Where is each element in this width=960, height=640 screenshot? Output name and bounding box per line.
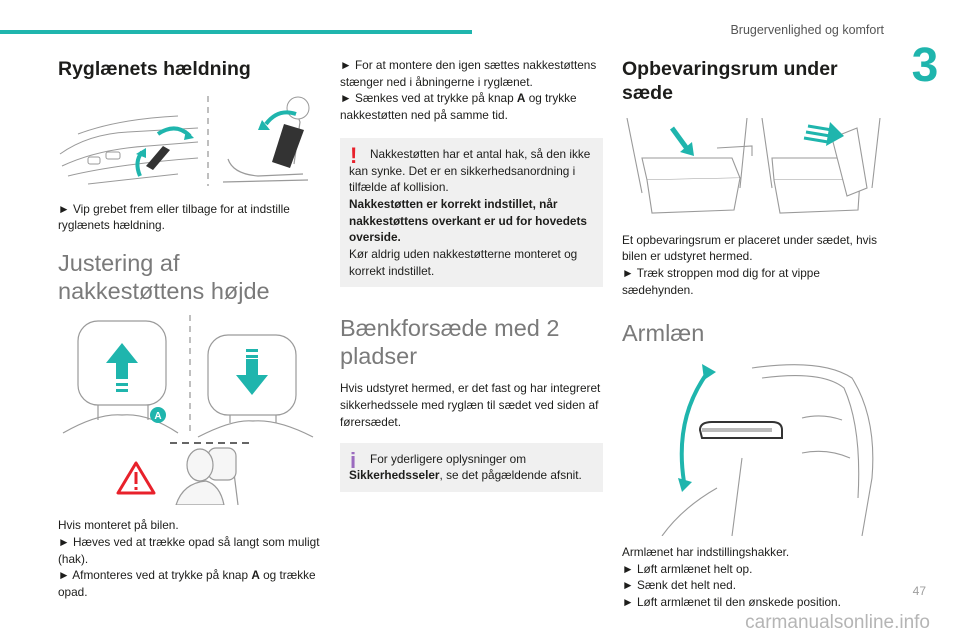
headrest-remove-step-b: og trække opad.: [58, 568, 316, 599]
storage-intro: Et opbevaringsrum er placeret under sæde…: [622, 232, 878, 264]
info-text: For yderligere oplysninger om Sikkerheds…: [349, 451, 596, 484]
headrest-refit-step: ► For at montere den igen sættes nakkest…: [340, 58, 597, 89]
button-a-label: A: [251, 568, 260, 583]
headrest-note-fitted: Hvis monteret på bilen.: [58, 518, 179, 533]
armrest-lower-step: ► Sænk det helt ned.: [622, 578, 736, 593]
warning-exclamation-icon: !: [350, 142, 358, 168]
column-right: Opbevaringsrum under sæde Et opbevarings…: [622, 58, 887, 611]
info-text-link: Sikkerhedsseler: [349, 468, 440, 483]
headrest-remove-step-a: ► Afmonteres ved at trykke på knap: [58, 568, 252, 583]
warning-bold: Nakkestøtten er korrekt indstillet, når …: [349, 196, 587, 245]
headrest-refit-text: ► For at montere den igen sættes nakkest…: [340, 57, 603, 124]
info-box: i For yderligere oplysninger om Sikkerhe…: [340, 442, 603, 492]
heading-backrest-angle: Ryglænets hældning: [58, 58, 251, 80]
armrest-intro: Armlænet har indstillingshakker.: [622, 544, 790, 559]
headrest-raise-step: ► Hæves ved at trække opad så langt som …: [58, 534, 320, 566]
heading-headrest-height: Justering af nakkestøttens højde: [58, 250, 270, 304]
armrest-illustration: [661, 363, 874, 536]
heading-under-seat-storage: Opbevaringsrum under sæde: [622, 58, 838, 104]
heading-bench-seat: Bænkforsæde med 2 pladser: [340, 315, 560, 369]
page-number: 47: [912, 584, 926, 598]
under-seat-storage-illustration: [626, 117, 881, 214]
chapter-accent-bar: [0, 30, 472, 34]
storage-instructions: Et opbevaringsrum er placeret under sæde…: [622, 232, 887, 299]
headrest-lower-step-b: og trykke nakkestøtten ned på samme tid.: [340, 91, 577, 123]
heading-armrest: Armlæn: [622, 320, 705, 347]
watermark-text: carmanualsonline.info: [745, 612, 930, 633]
info-icon: i: [350, 447, 357, 473]
armrest-instructions: Armlænet har indstillingshakker. ► Løft …: [622, 544, 887, 611]
button-a-label-2: A: [516, 91, 526, 106]
info-text-a: For yderligere oplysninger om: [370, 451, 527, 466]
warning-tail: Kør aldrig uden nakkestøtterne monteret …: [349, 247, 578, 278]
headrest-lower-step-a: ► Sænkes ved at trykke på knap: [340, 91, 517, 106]
info-text-c: , se det pågældende afsnit.: [439, 468, 582, 483]
armrest-position-step: ► Løft armlænet til den ønskede position…: [622, 594, 841, 609]
headrest-instructions: Hvis monteret på bilen. ► Hæves ved at t…: [58, 517, 323, 601]
chapter-title: Brugervenlighed og komfort: [730, 23, 884, 37]
backrest-lever-illustration: [59, 95, 310, 186]
chapter-number: 3: [911, 39, 939, 92]
headrest-button-callout: A: [154, 411, 161, 422]
warning-box: ! Nakkestøtten har et antal hak, så den …: [340, 137, 603, 288]
backrest-instruction: ► Vip grebet frem eller tilbage for at i…: [58, 201, 290, 233]
warning-text: Nakkestøtten har et antal hak, så den ik…: [349, 146, 596, 280]
bench-seat-text: Hvis udstyret hermed, er det fast og har…: [340, 381, 601, 429]
warning-intro: Nakkestøtten har et antal hak, så den ik…: [349, 146, 591, 195]
column-middle: ► For at montere den igen sættes nakkest…: [340, 58, 603, 492]
column-left: Ryglænets hældning ► Vip grebet frem ell…: [58, 58, 323, 601]
storage-tilt-step: ► Træk stroppen mod dig for at vippe sæd…: [622, 265, 820, 297]
headrest-adjust-illustration: A: [62, 315, 314, 506]
armrest-raise-step: ► Løft armlænet helt op.: [622, 561, 753, 576]
